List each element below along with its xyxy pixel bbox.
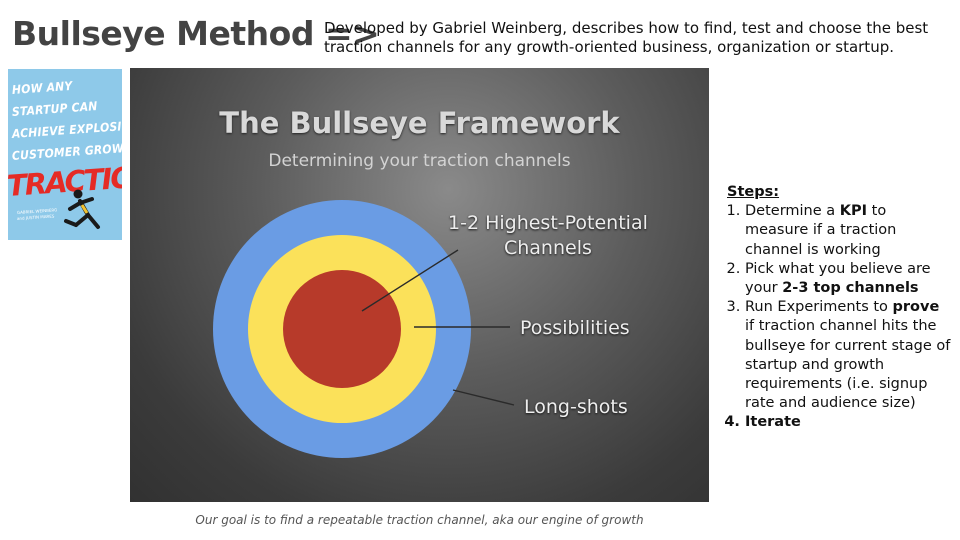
steps-list: Determine a KPI to measure if a traction… (720, 202, 952, 432)
step-item: Pick what you believe are your 2-3 top c… (745, 260, 952, 298)
steps-heading: Steps: (727, 184, 780, 200)
book-tagline-line-4: CUSTOMER GROWTH (11, 140, 122, 163)
step-item: Iterate (745, 413, 952, 432)
step-item: Determine a KPI to measure if a traction… (745, 202, 952, 260)
bullseye-diagram (213, 200, 515, 458)
runner-icon (64, 189, 100, 229)
step-emphasis: 2-3 top channels (782, 280, 919, 297)
method-description: Developed by Gabriel Weinberg, describes… (324, 19, 929, 56)
step-text: to measure if a traction channel is work… (745, 203, 897, 258)
label-highest-potential-line-1: 1-2 Highest-Potential (448, 212, 648, 234)
step-text: Pick what you believe are your (745, 260, 931, 297)
label-highest-potential-line-2: Channels (503, 237, 592, 259)
step-item: Run Experiments to prove if traction cha… (745, 298, 952, 413)
label-highest-potential: 1-2 Highest-Potential Channels (448, 211, 648, 261)
step-emphasis: prove (892, 299, 940, 316)
traction-book-cover: HOW ANY STARTUP CAN ACHIEVE EXPLOSIVE CU… (8, 69, 122, 240)
framework-title: The Bullseye Framework (219, 106, 620, 140)
label-possibilities: Possibilities (520, 317, 630, 339)
framework-subtitle: Determining your traction channels (268, 151, 571, 171)
slide-title-heading: Bullseye Method => (12, 14, 380, 53)
book-tagline-line-3: ACHIEVE EXPLOSIVE (11, 118, 122, 141)
inner-ring-highest-potential (283, 270, 401, 388)
bullseye-framework-slide: The Bullseye Framework Determining your … (130, 68, 709, 502)
step-text: Iterate (745, 414, 801, 431)
step-text: if traction channel hits the bullseye fo… (745, 318, 951, 412)
book-tagline-line-2: STARTUP CAN (11, 99, 98, 119)
steps-panel: Steps: Determine a KPI to measure if a t… (720, 183, 952, 433)
step-emphasis: KPI (839, 203, 868, 220)
step-text: Determine a (745, 203, 840, 220)
label-long-shots: Long-shots (524, 396, 628, 418)
goal-caption: Our goal is to find a repeatable tractio… (195, 513, 644, 527)
pointer-line-inner (361, 249, 459, 312)
step-text: Run Experiments to (745, 299, 893, 316)
pointer-line-outer (452, 389, 515, 406)
book-tagline-line-1: HOW ANY (11, 78, 73, 97)
